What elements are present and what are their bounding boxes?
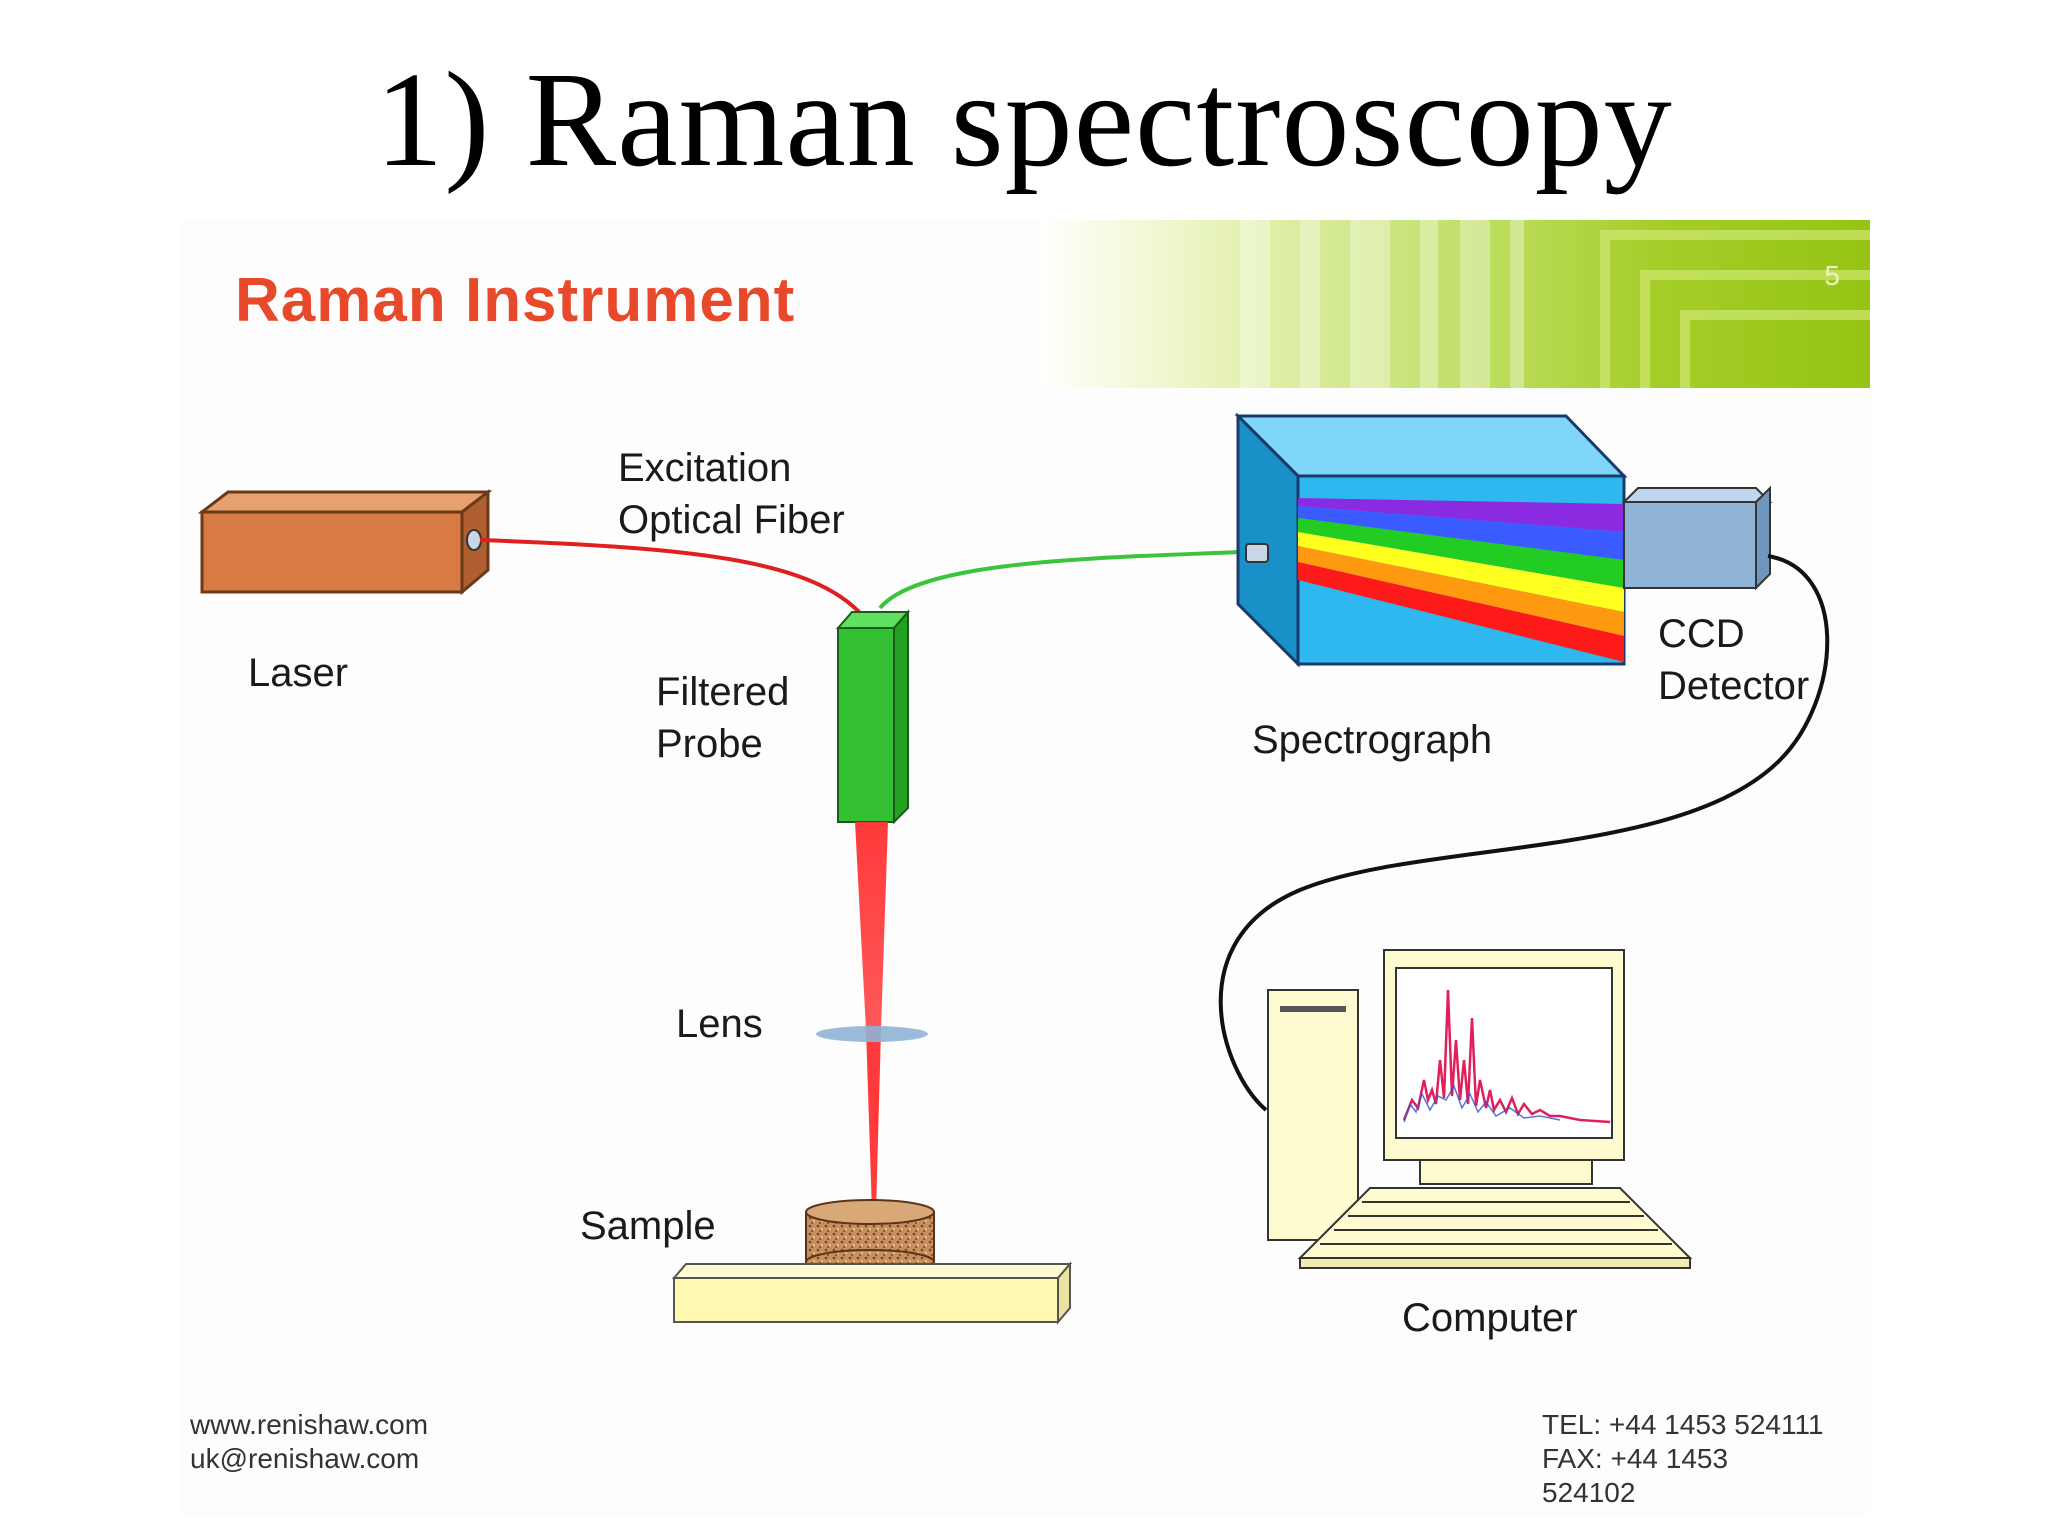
- ccd-detector: [1621, 485, 1773, 591]
- lens: [816, 1026, 928, 1042]
- label-laser: Laser: [248, 651, 349, 695]
- label-sample: Sample: [580, 1204, 716, 1248]
- laser-box: [197, 488, 493, 596]
- footer-fax: FAX: +44 1453: [1542, 1443, 1729, 1474]
- filtered-probe: [835, 609, 911, 825]
- excitation-fiber: [479, 538, 870, 624]
- label-excitation-line1: Excitation: [618, 446, 792, 490]
- footer-fax-cont: 524102: [1542, 1477, 1636, 1504]
- slide-title: 1) Raman spectroscopy: [375, 45, 1673, 195]
- laser-beam: [855, 822, 888, 1030]
- label-lens: Lens: [676, 1002, 763, 1046]
- spectrum-plot-blue: [1403, 1084, 1561, 1123]
- spectrum-plot-red: [1402, 989, 1611, 1124]
- sample: [805, 1199, 935, 1275]
- computer-monitor: [1383, 949, 1625, 1185]
- footer-website: www.renishaw.com: [190, 1409, 429, 1440]
- computer-tower: [1267, 989, 1359, 1241]
- header-banner: 5: [1040, 220, 1870, 388]
- label-ccd-line2: Detector: [1658, 664, 1810, 708]
- slide-number: 5: [1824, 260, 1840, 291]
- computer-keyboard: [1297, 1187, 1693, 1269]
- data-cable: [1218, 554, 1830, 1112]
- label-excitation-line2: Optical Fiber: [618, 498, 845, 542]
- label-ccd-line1: CCD: [1658, 612, 1745, 656]
- label-computer: Computer: [1402, 1296, 1578, 1340]
- label-spectrograph: Spectrograph: [1252, 718, 1493, 762]
- footer-email: uk@renishaw.com: [190, 1443, 420, 1474]
- label-probe-line1: Filtered: [656, 670, 790, 714]
- label-probe-line2: Probe: [656, 722, 763, 766]
- spectrograph: [1234, 412, 1628, 668]
- instrument-title: Raman Instrument: [235, 266, 796, 335]
- collection-fiber: [878, 550, 1241, 610]
- sample-stage: [671, 1261, 1073, 1325]
- footer-tel: TEL: +44 1453 524111: [1542, 1409, 1824, 1440]
